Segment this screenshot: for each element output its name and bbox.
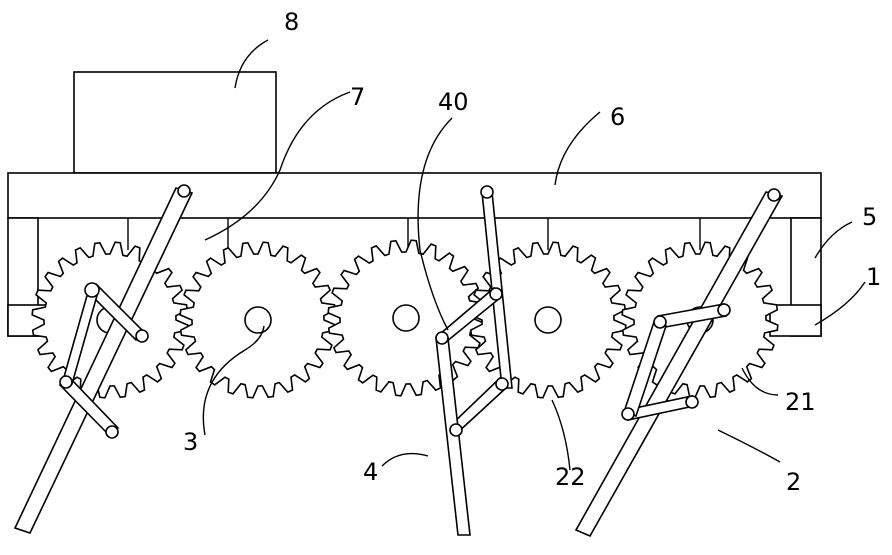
label-support: 7: [350, 83, 365, 111]
label-shaft: 3: [183, 428, 198, 456]
middle-linkage: [435, 185, 513, 536]
gear-hub-4: [534, 306, 562, 334]
right-linkage: [574, 188, 784, 538]
label-linkage: 4: [363, 458, 378, 486]
label-gear-a: 21: [785, 388, 816, 416]
label-side-plate: 5: [862, 203, 877, 231]
beam: [7, 172, 822, 219]
left-linkage: [13, 184, 194, 534]
motor-box: [73, 71, 277, 174]
label-mechanism: 2: [786, 468, 801, 496]
label-motor: 8: [284, 8, 299, 36]
label-beam: 6: [610, 103, 625, 131]
gear-hub-2: [244, 306, 272, 334]
label-link-rod: 40: [438, 88, 469, 116]
gear-hub-3: [392, 304, 420, 332]
label-frame: 1: [866, 263, 881, 291]
leader-lines: [202, 39, 866, 471]
label-gear-b: 22: [555, 463, 586, 491]
right-foot: [769, 304, 822, 337]
